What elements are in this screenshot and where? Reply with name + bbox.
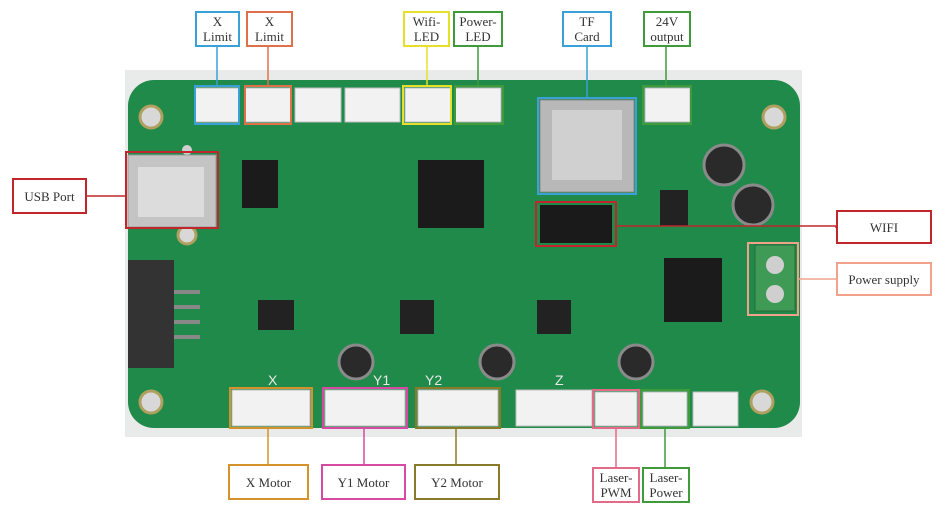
- label-laser-pwm: Laser- PWM: [592, 467, 640, 503]
- header-pins: [174, 290, 200, 339]
- bottom-connectors: [231, 389, 739, 427]
- pcb-board: [128, 80, 800, 428]
- tf-card-slot-inner: [552, 110, 622, 180]
- mount-hole: [138, 104, 164, 130]
- label-wifi-led: Wifi- LED: [403, 11, 450, 47]
- inductor: [660, 190, 688, 226]
- label-wifi-text: WIFI: [869, 219, 899, 235]
- wifi-header: [540, 205, 612, 243]
- label-y1-motor-text: Y1 Motor: [337, 474, 390, 490]
- label-power-led: Power- LED: [453, 11, 503, 47]
- silkscreen-x: X: [268, 372, 278, 388]
- label-24v-output: 24V output: [643, 11, 691, 47]
- label-x-motor: X Motor: [228, 464, 309, 500]
- top-connectors: [194, 87, 691, 123]
- label-x-motor-text: X Motor: [245, 474, 292, 490]
- usb-chip: [242, 160, 278, 208]
- label-x-limit-1-text: X Limit: [203, 14, 232, 44]
- label-usb-port: USB Port: [12, 178, 87, 214]
- label-usb-port-text: USB Port: [24, 188, 75, 204]
- side-header: [128, 260, 174, 368]
- label-x-limit-1: X Limit: [195, 11, 240, 47]
- usb-port-inner: [138, 167, 204, 217]
- silkscreen-y1: Y1: [373, 372, 390, 388]
- label-power-supply-text: Power supply: [848, 271, 920, 287]
- label-laser-power-text: Laser- Power: [649, 470, 683, 500]
- label-y2-motor: Y2 Motor: [414, 464, 500, 500]
- mount-hole: [138, 389, 164, 415]
- label-tf-card: TF Card: [562, 11, 612, 47]
- terminal-screw: [766, 285, 784, 303]
- silkscreen-z: Z: [555, 372, 564, 388]
- label-power-supply: Power supply: [836, 262, 932, 296]
- mount-hole: [749, 389, 775, 415]
- silkscreen-y2: Y2: [425, 372, 442, 388]
- label-24v-output-text: 24V output: [650, 14, 684, 44]
- label-laser-pwm-text: Laser- PWM: [599, 470, 633, 500]
- label-tf-card-text: TF Card: [574, 14, 600, 44]
- label-y1-motor: Y1 Motor: [321, 464, 406, 500]
- mount-hole: [182, 145, 192, 155]
- label-x-limit-2-text: X Limit: [255, 14, 284, 44]
- label-wifi-led-text: Wifi- LED: [412, 14, 441, 44]
- label-laser-power: Laser- Power: [642, 467, 690, 503]
- driver-chip-x: [258, 300, 294, 330]
- label-x-limit-2: X Limit: [246, 11, 293, 47]
- regulator-chip: [664, 258, 722, 322]
- driver-chip-y2: [537, 300, 571, 334]
- label-power-led-text: Power- LED: [459, 14, 497, 44]
- capacitors: [337, 143, 775, 381]
- label-wifi: WIFI: [836, 210, 932, 244]
- driver-chip-y1: [400, 300, 434, 334]
- label-y2-motor-text: Y2 Motor: [431, 474, 483, 490]
- mount-hole: [761, 104, 787, 130]
- terminal-screw: [766, 256, 784, 274]
- main-mcu-chip: [418, 160, 484, 228]
